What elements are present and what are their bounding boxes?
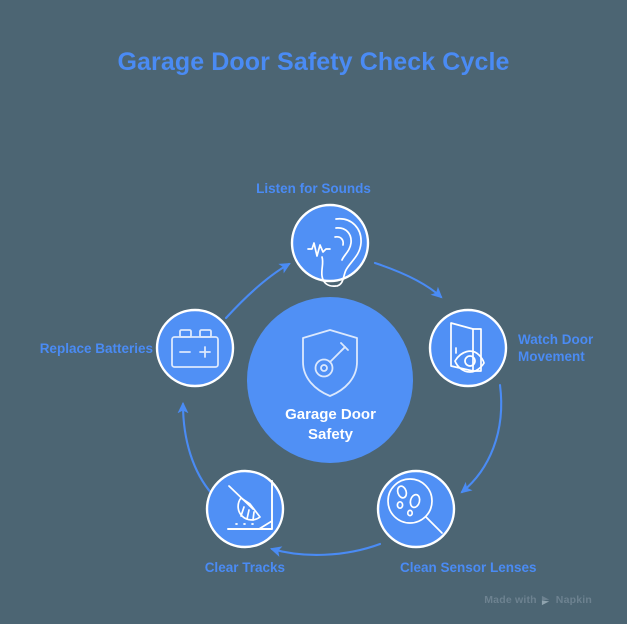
arrow-watch-to-clean xyxy=(460,383,503,494)
watermark-prefix: Made with xyxy=(484,594,537,606)
arrow-batteries-to-listen xyxy=(224,262,291,320)
label-watch-door-movement: Watch Door Movement xyxy=(518,332,594,364)
battery-icon xyxy=(171,329,219,368)
ear-soundwave-icon xyxy=(307,218,362,287)
center-hub-label-line2: Safety xyxy=(307,426,354,443)
label-clean-sensor-lenses: Clean Sensor Lenses xyxy=(400,560,537,575)
label-replace-batteries: Replace Batteries xyxy=(39,341,153,356)
center-hub-circle xyxy=(247,297,413,463)
node-replace-batteries[interactable] xyxy=(155,308,235,388)
node-watch-door-movement[interactable] xyxy=(428,308,508,388)
shield-key-icon xyxy=(302,329,358,397)
page-title: Garage Door Safety Check Cycle xyxy=(117,48,510,76)
node-listen-for-sounds[interactable] xyxy=(290,203,370,283)
label-clear-tracks: Clear Tracks xyxy=(204,560,285,575)
label-listen-for-sounds: Listen for Sounds xyxy=(256,181,371,196)
arrow-clean-to-tracks xyxy=(269,542,382,557)
arrow-listen-to-watch xyxy=(373,261,443,299)
center-hub-label-line1: Garage Door xyxy=(285,406,376,423)
napkin-logo-icon xyxy=(541,595,552,606)
broom-track-icon xyxy=(227,480,273,530)
arrow-tracks-to-batteries xyxy=(177,401,214,496)
magnifier-dirt-icon xyxy=(387,478,443,534)
napkin-watermark: Made with Napkin xyxy=(484,594,592,606)
watermark-brand: Napkin xyxy=(555,594,592,606)
node-clear-tracks[interactable] xyxy=(205,469,285,549)
open-door-eye-icon xyxy=(450,322,485,373)
center-hub-label: Garage Door Safety xyxy=(258,405,403,445)
